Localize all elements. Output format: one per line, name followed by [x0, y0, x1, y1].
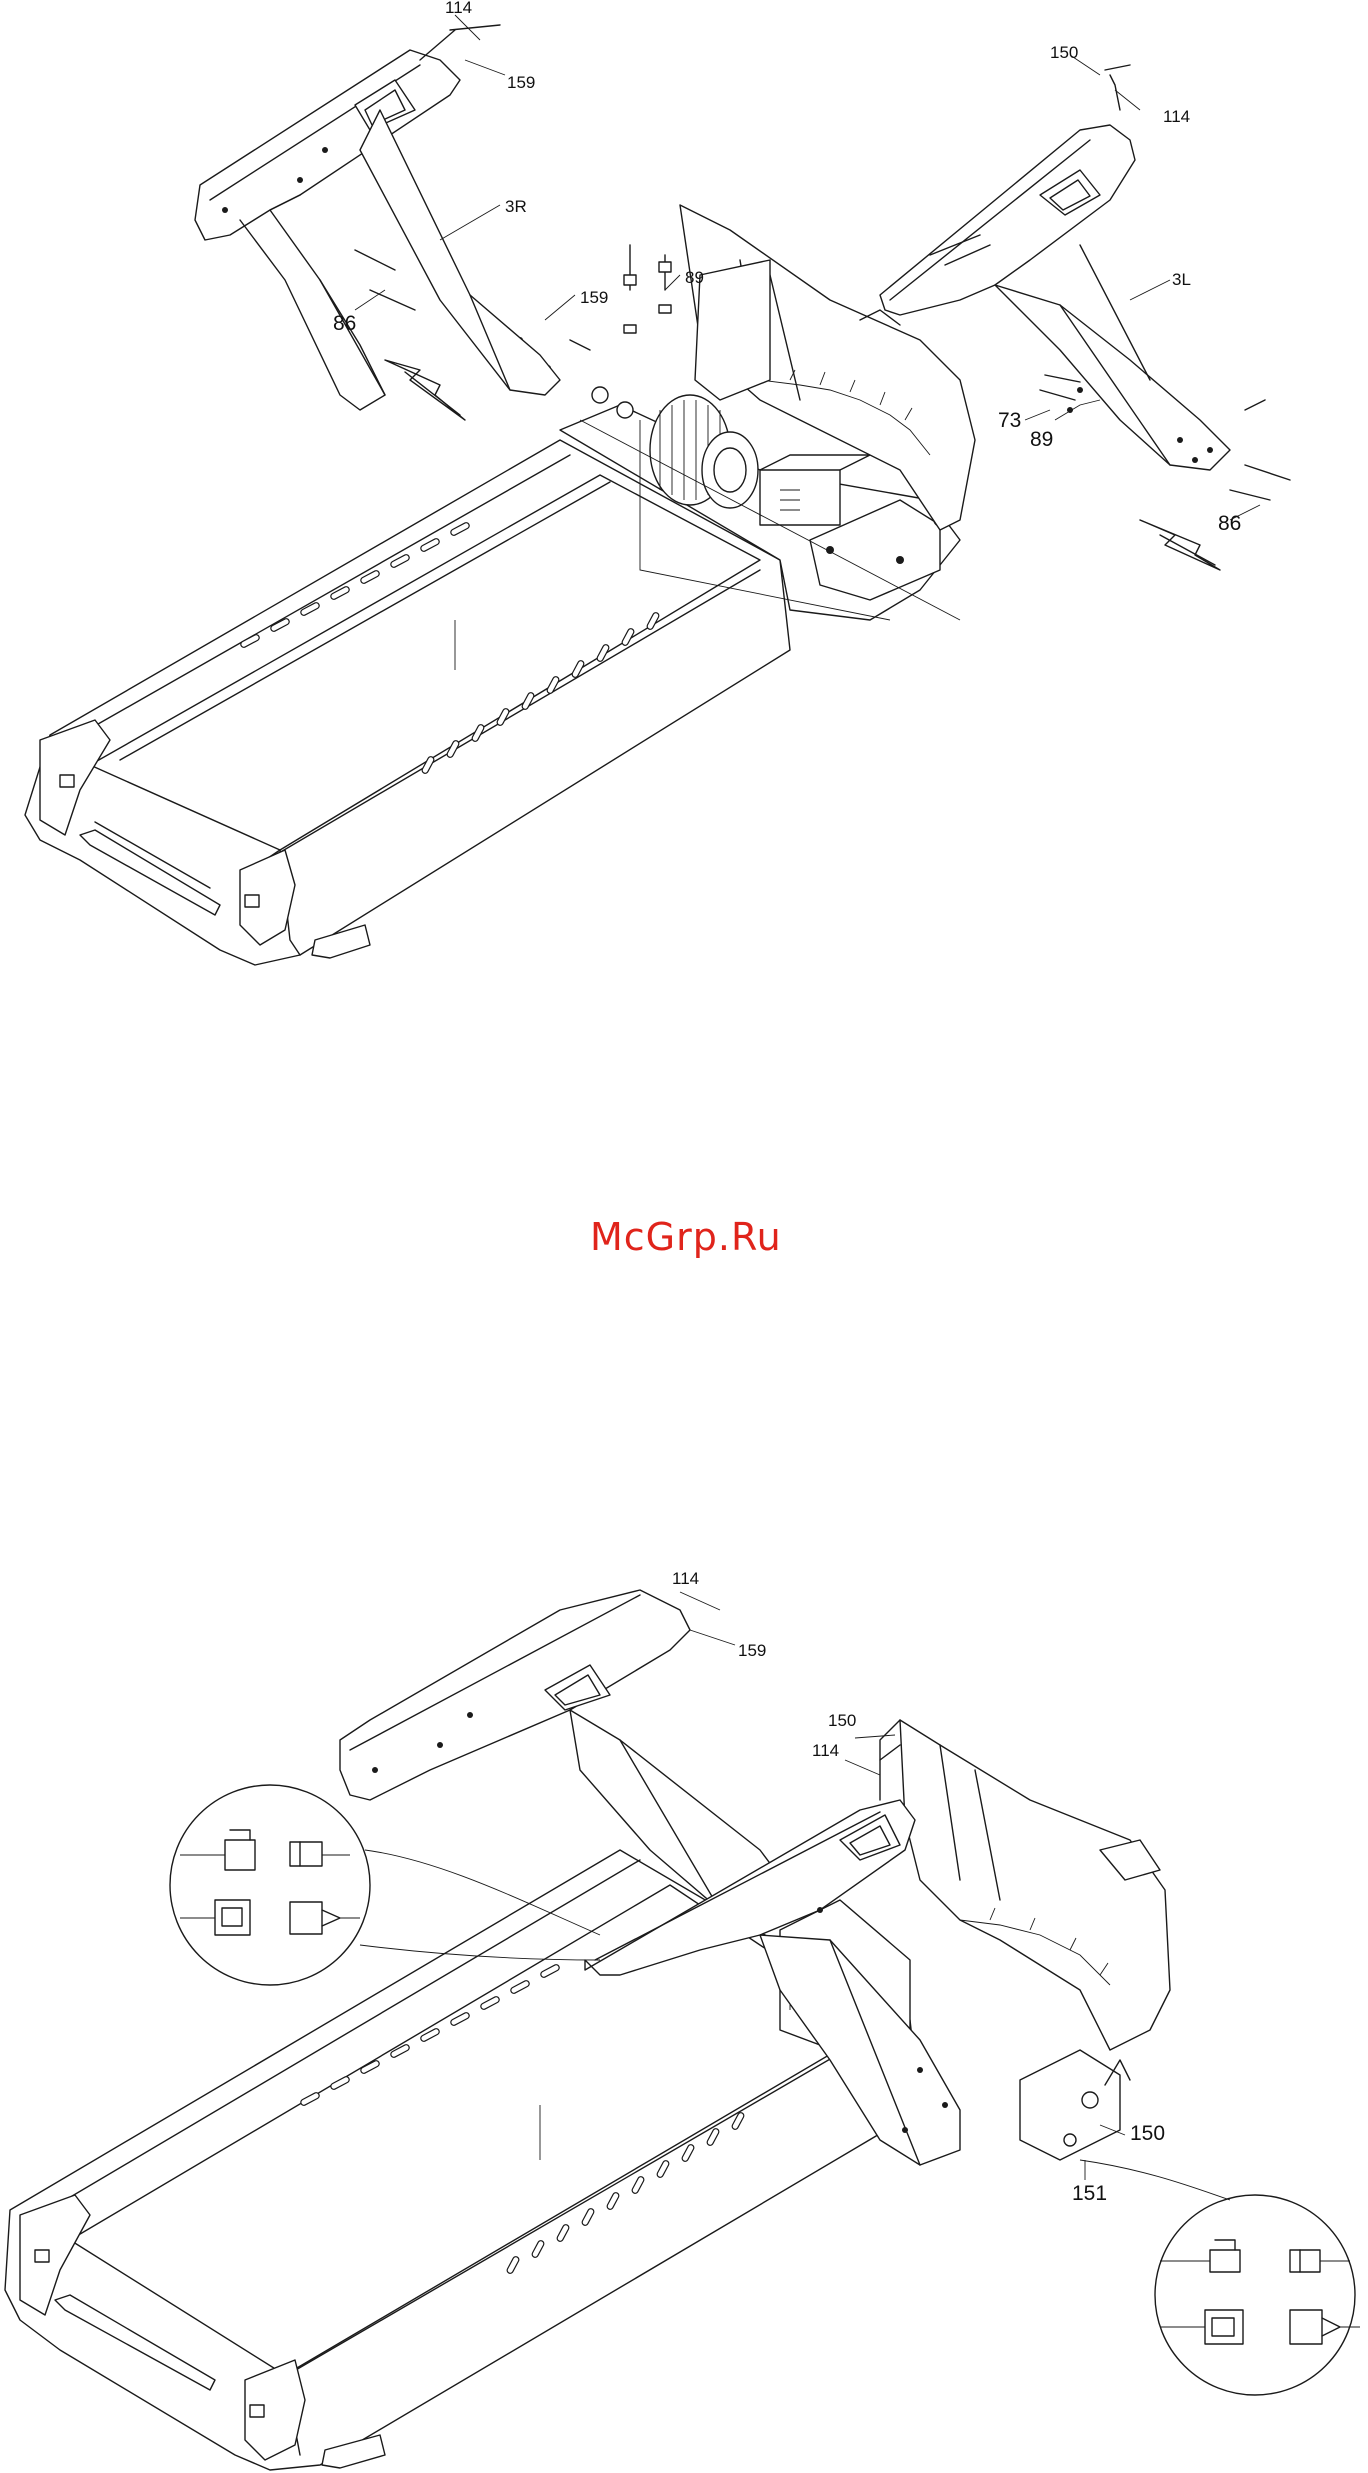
label-86-left: 86	[1218, 512, 1241, 535]
upright-right-bottom	[340, 1590, 790, 1910]
direction-arrow-left	[1140, 520, 1220, 570]
treadmill-deck-top	[25, 440, 790, 965]
label-150-bottom-upper: 150	[828, 1711, 856, 1730]
connector-detail-upper	[170, 1785, 370, 1985]
label-73: 73	[998, 409, 1021, 432]
top-diagram-handrails-mounting: 114 159 3R 159 86 89 150 114 3L 73 89 86	[25, 0, 1290, 965]
label-151: 151	[1072, 2182, 1107, 2205]
label-114-top-left-upright: 114	[1163, 107, 1190, 126]
connector-detail-lower	[1155, 2195, 1360, 2395]
label-3r: 3R	[505, 197, 527, 216]
label-159-top-right-upright: 159	[507, 73, 535, 92]
bottom-diagram-wiring-connection: 114 159 150 114 150 151	[5, 1569, 1360, 2470]
label-86-right: 86	[333, 312, 356, 335]
label-114-top-right-upright: 114	[445, 0, 472, 17]
label-89-top: 89	[685, 268, 704, 287]
label-3l: 3L	[1172, 270, 1191, 289]
label-150-top: 150	[1050, 43, 1078, 62]
upright-3r	[195, 30, 560, 410]
watermark-text: McGrp.Ru	[590, 1215, 782, 1259]
label-159-bottom: 159	[738, 1641, 766, 1660]
label-114-bottom-left-upright: 114	[812, 1741, 839, 1760]
label-89-left: 89	[1030, 428, 1053, 451]
label-150-bottom-lower: 150	[1130, 2122, 1165, 2145]
direction-arrow-right	[385, 360, 465, 420]
label-114-bottom-right-upright: 114	[672, 1569, 699, 1588]
label-159-bolt: 159	[580, 288, 608, 307]
